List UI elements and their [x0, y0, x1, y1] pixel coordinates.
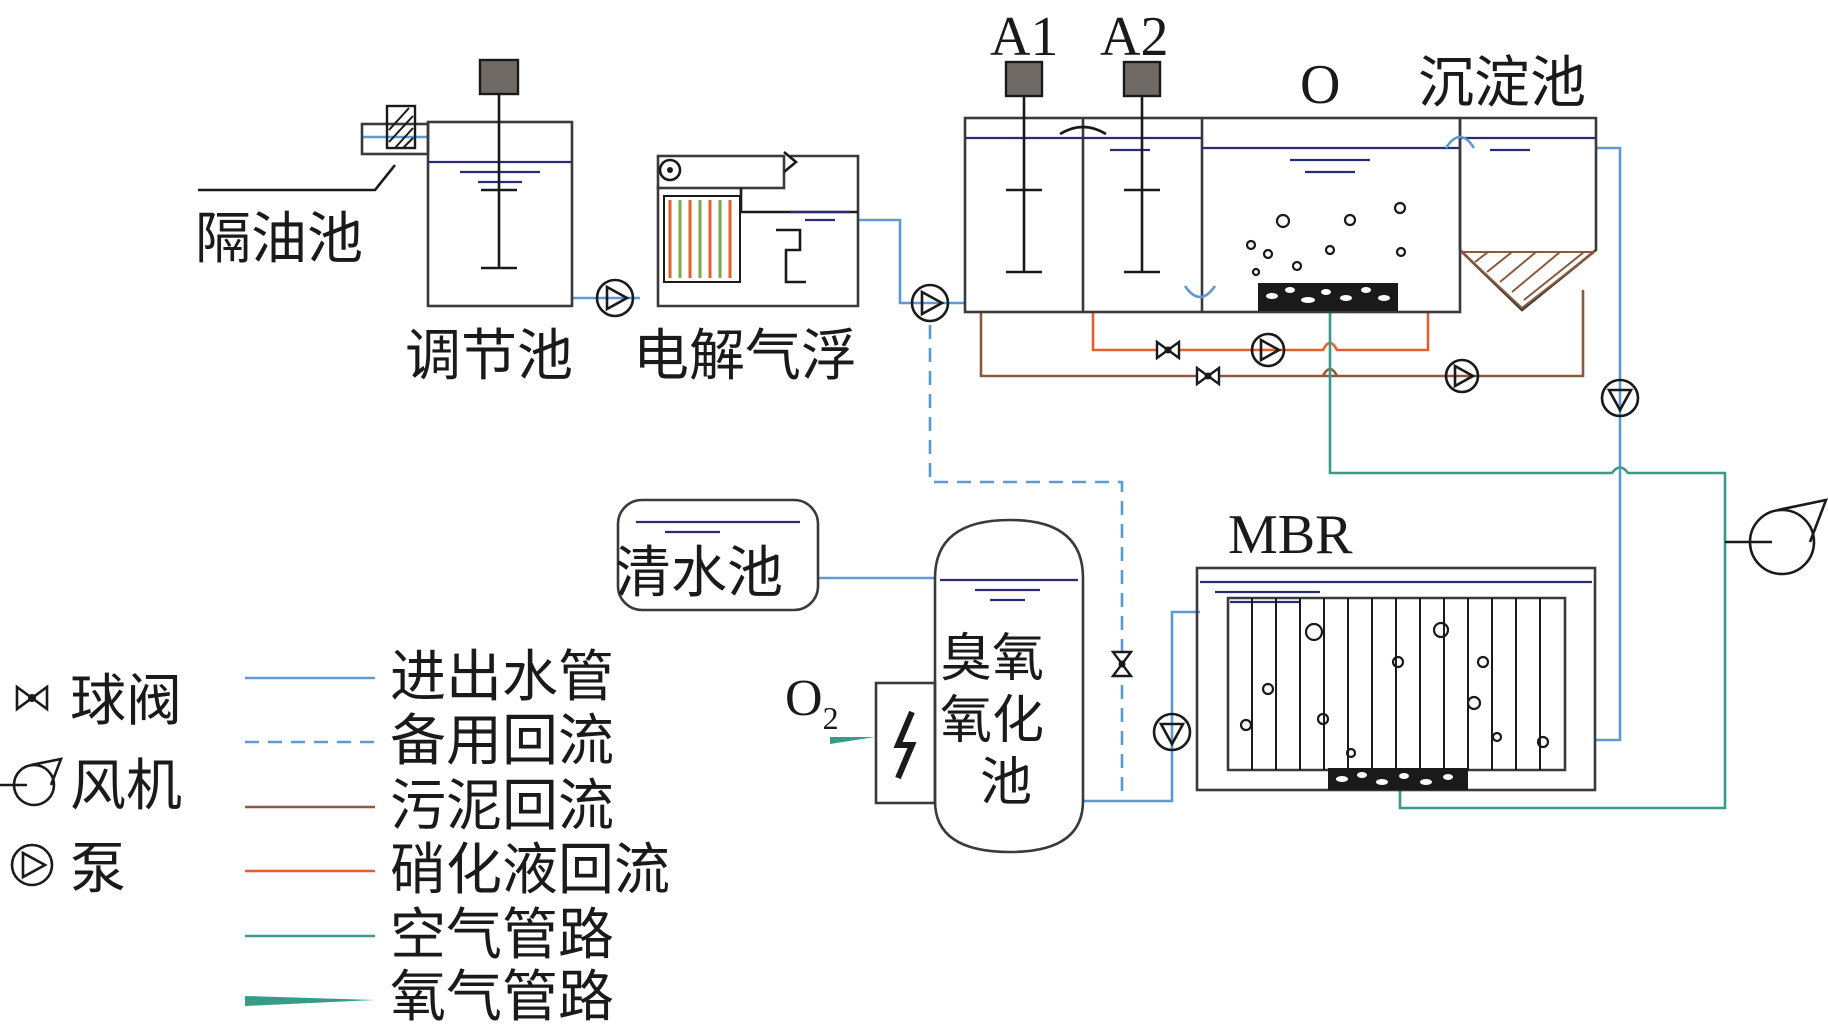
pump-icon: [1152, 712, 1192, 752]
lightning-icon: [893, 710, 917, 780]
o-label: O: [1300, 54, 1340, 116]
sedimentation-label: 沉淀池: [1418, 51, 1586, 116]
oxygen-line-wedge: [830, 737, 875, 744]
legend-symbol-label: 风机: [70, 754, 182, 819]
oil-separator-outlet-line: [198, 164, 397, 192]
flotation-electrode-plates: [668, 200, 732, 278]
sedimentation-tank: [1444, 116, 1598, 312]
sedimentation-sludge-hatch: [1459, 251, 1597, 310]
o2-label: O2: [785, 670, 839, 736]
pump-icon: [1250, 332, 1286, 368]
pump-icon: [910, 283, 950, 323]
legend-lines: 进出水管 备用回流 污泥回流 硝化液回流 空气管路 氧气管路: [245, 645, 670, 1030]
electro-flotation-label: 电解气浮: [633, 324, 857, 389]
legend-symbol-label: 泵: [70, 837, 126, 902]
legend-symbols: 球阀 风机 泵: [0, 669, 182, 902]
ozone-generator: [874, 681, 937, 805]
fan-icon: [0, 757, 64, 807]
pump-icon: [1600, 378, 1640, 418]
pipe-flotation-to-a1: [858, 218, 965, 305]
mbr-label: MBR: [1228, 504, 1353, 566]
legend-symbol-label: 球阀: [70, 669, 182, 734]
legend-line-label: 进出水管: [390, 645, 614, 710]
legend-line-oxygen: [245, 996, 375, 1006]
ball-valve-icon: [1195, 365, 1221, 387]
fan-icon: [1725, 498, 1828, 576]
a1-label: A1: [990, 6, 1058, 68]
pipe-ozone-to-mbr: [1083, 610, 1200, 803]
ozone-label-line1: 臭氧: [940, 629, 1044, 689]
ao-bioreactor: [963, 60, 1462, 314]
oil-separator: [360, 104, 430, 156]
mbr-membrane-modules: [1251, 598, 1541, 770]
pipe-air: [1328, 312, 1727, 810]
ozone-oxidation-tank: [933, 518, 1085, 854]
ball-valve-icon: [15, 684, 49, 712]
legend-line-label: 污泥回流: [390, 774, 614, 839]
oil-separator-box: [360, 122, 430, 156]
o-tank-diffuser: [1258, 283, 1398, 311]
equalization-tank: [426, 58, 574, 308]
ball-valve-icon: [1155, 339, 1181, 361]
a2-label: A2: [1100, 6, 1168, 68]
pipe-backup-return: [928, 325, 1124, 801]
legend-line-label: 硝化液回流: [390, 838, 670, 903]
oil-separator-label: 隔油池: [195, 207, 363, 272]
equalization-mixer-motor: [478, 58, 520, 96]
pump-icon: [595, 278, 635, 318]
ball-valve-icon: [1110, 650, 1134, 678]
mbr-tank: [1195, 566, 1597, 792]
pump-icon: [10, 843, 54, 887]
pump-icon: [1444, 358, 1480, 394]
clear-water-label: 清水池: [615, 541, 783, 606]
oil-separator-hatch: [388, 107, 414, 149]
pipe-sedimentation-to-mbr: [1595, 146, 1622, 742]
legend-line-label: 空气管路: [390, 903, 614, 968]
electro-flotation-tank: [656, 151, 860, 308]
clear-water-tank: [616, 498, 820, 612]
legend-line-label: 备用回流: [390, 709, 614, 774]
oil-separator-filter: [385, 104, 417, 150]
ozone-label-line3: 池: [980, 753, 1032, 813]
equalization-label: 调节池: [405, 324, 573, 389]
legend-line-label: 氧气管路: [390, 965, 614, 1030]
ozone-label-line2: 氧化: [940, 691, 1044, 751]
